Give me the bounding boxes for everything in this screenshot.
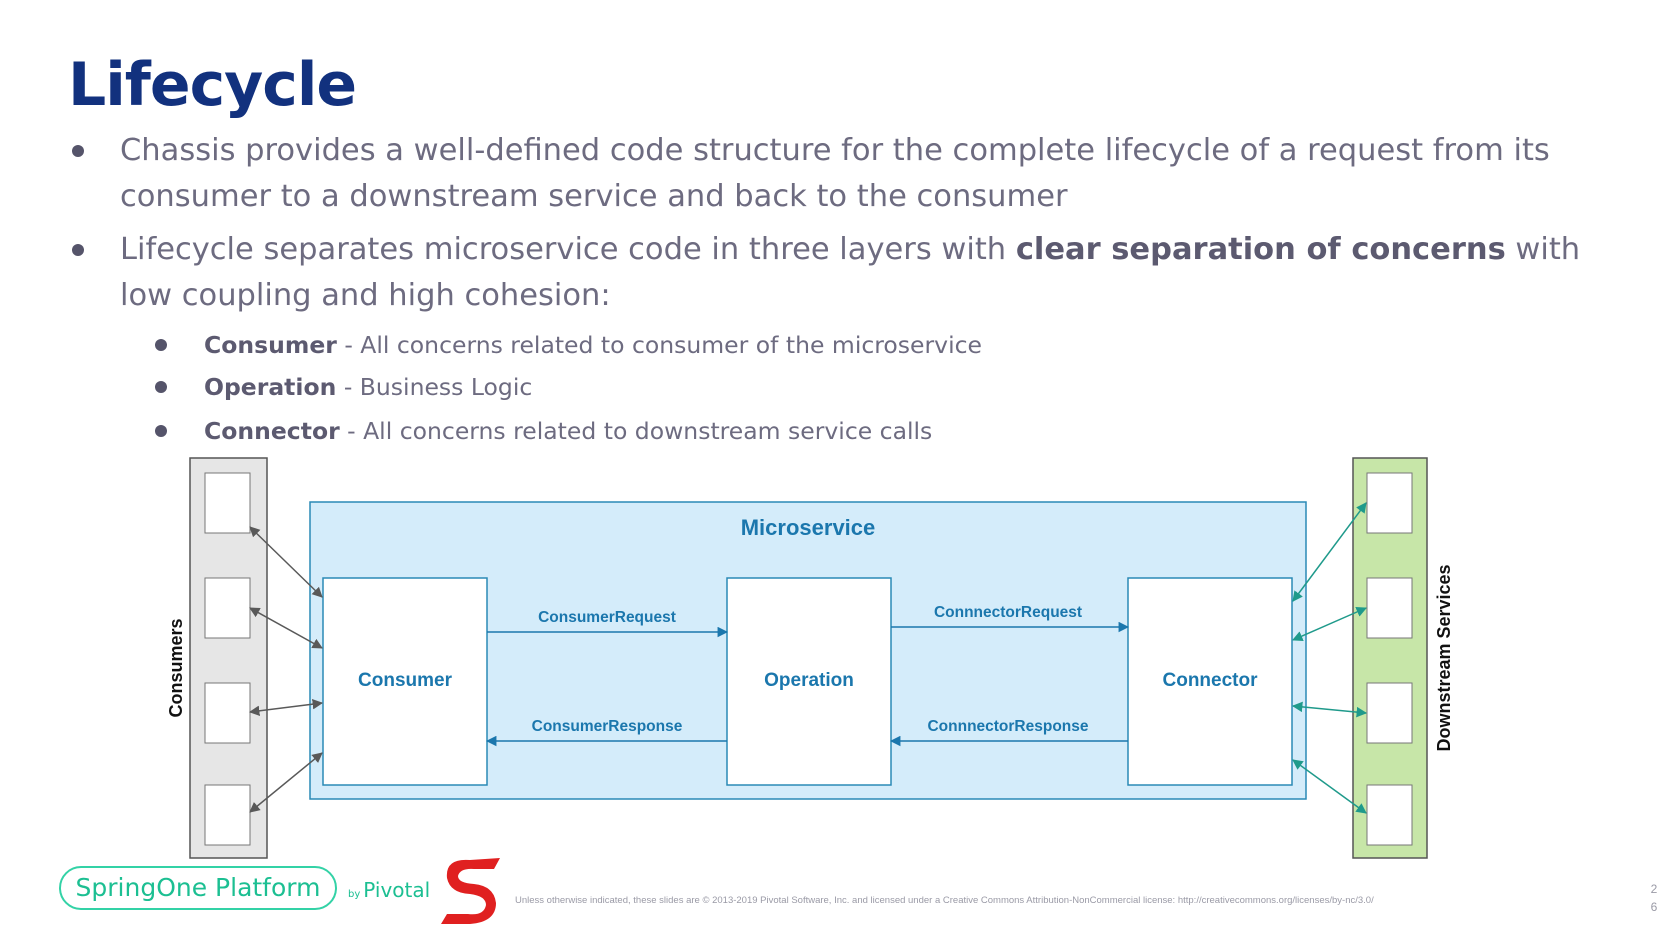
- downstream-slot: [1366, 577, 1413, 639]
- copyright-notice: Unless otherwise indicated, these slides…: [515, 895, 1374, 906]
- downstream-slot: [1366, 784, 1413, 846]
- page-number-digit: 6: [1650, 900, 1658, 914]
- bullet-item: Lifecycle separates microservice code in…: [72, 227, 1590, 319]
- connector-box: [1127, 577, 1293, 786]
- pivotal-logo-text: Pivotal: [363, 878, 431, 902]
- consumers-label: Consumers: [166, 618, 186, 717]
- consumer-box-label: Consumer: [358, 670, 453, 691]
- downstream-link-arrow: [1292, 606, 1367, 642]
- operation-box-label: Operation: [764, 670, 854, 691]
- sub-bullet-term: Connector: [204, 417, 340, 445]
- sub-bullet-text: - All concerns related to downstream ser…: [339, 417, 933, 445]
- connector-request-label: ConnnectorRequest: [934, 604, 1082, 621]
- consumer-link-arrow: [249, 526, 323, 598]
- bullet-text: Chassis provides a well-defined code str…: [120, 133, 1550, 214]
- sub-bullet-item: Connector - All concerns related to down…: [155, 415, 1504, 447]
- consumer-slot: [204, 577, 251, 639]
- consumer-link-arrow: [249, 607, 323, 649]
- downstream-link-arrow: [1292, 759, 1367, 814]
- bullet-dot-icon: [155, 381, 167, 393]
- microservice-label: Microservice: [741, 515, 876, 540]
- bullet-text: Lifecycle separates microservice code in…: [120, 232, 1016, 267]
- consumer-slot: [204, 682, 251, 744]
- sub-bullet-term: Consumer: [204, 331, 337, 359]
- page-number: 2 6: [1648, 880, 1660, 916]
- bullet-bold-text: clear separation of concerns: [1015, 232, 1506, 267]
- connector-box-label: Connector: [1163, 670, 1259, 691]
- sub-bullet-term: Operation: [204, 373, 337, 401]
- consumer-link-arrow: [248, 698, 324, 717]
- downstream-label: Downstream Services: [1434, 564, 1454, 751]
- bullet-dot-icon: [72, 145, 84, 157]
- springone-platform-logo: SpringOne Platform: [59, 866, 337, 910]
- consumer-box: [322, 577, 488, 786]
- sub-bullet-text: - All concerns related to consumer of th…: [336, 331, 982, 359]
- by-text: by: [348, 889, 361, 900]
- sub-bullet-item: Operation - Business Logic: [155, 371, 1504, 403]
- bullet-text: with low coupling and high cohesion:: [120, 232, 1581, 313]
- connector-response-label: ConnnectorResponse: [927, 718, 1088, 735]
- bullet-dot-icon: [155, 339, 167, 351]
- page-number-digit: 2: [1650, 882, 1658, 896]
- sponsor-logo-icon: [441, 858, 500, 924]
- consumer-slot: [204, 472, 251, 534]
- sub-bullet-text: - Business Logic: [336, 373, 533, 401]
- downstream-link-arrow: [1292, 502, 1367, 602]
- downstream-slot: [1366, 472, 1413, 534]
- operation-box: [726, 577, 892, 786]
- slide-title: Lifecycle: [68, 50, 357, 120]
- downstream-slot: [1366, 682, 1413, 744]
- bullet-dot-icon: [155, 425, 167, 437]
- bullet-dot-icon: [72, 244, 84, 256]
- consumer-request-label: ConsumerRequest: [538, 609, 676, 626]
- consumer-slot: [204, 784, 251, 846]
- downstream-link-arrow: [1291, 701, 1368, 718]
- bullet-item: Chassis provides a well-defined code str…: [72, 128, 1590, 220]
- consumer-link-arrow: [249, 752, 323, 813]
- consumer-response-label: ConsumerResponse: [532, 718, 683, 735]
- sub-bullet-item: Consumer - All concerns related to consu…: [155, 329, 1504, 361]
